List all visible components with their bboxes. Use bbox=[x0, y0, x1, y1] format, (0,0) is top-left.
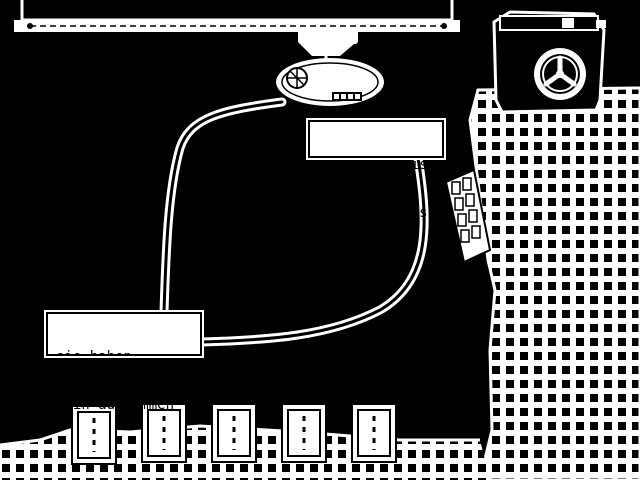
doors bbox=[71, 403, 397, 465]
door-icon[interactable] bbox=[351, 403, 397, 463]
typewriter-icon[interactable] bbox=[492, 10, 606, 114]
label-income: sie haben kein auskommen bbox=[44, 310, 204, 413]
door-icon[interactable] bbox=[281, 403, 327, 463]
label-income-line-2: kein auskommen bbox=[56, 397, 175, 413]
label-earnings: und das ist ihr verdienst bbox=[306, 118, 446, 221]
cable-left bbox=[159, 97, 287, 317]
door-icon[interactable] bbox=[71, 405, 117, 465]
keypad-icon[interactable] bbox=[444, 168, 492, 264]
label-income-line-1: sie haben bbox=[56, 349, 132, 365]
label-earnings-line-1: und das ist bbox=[334, 157, 436, 173]
door-icon[interactable] bbox=[141, 403, 187, 463]
checkered-floor-right bbox=[468, 86, 640, 480]
hanging-device-icon[interactable] bbox=[298, 30, 358, 62]
wall-panel-icon bbox=[14, 0, 460, 32]
door-icon[interactable] bbox=[211, 403, 257, 463]
label-earnings-line-2: ihr verdienst bbox=[326, 205, 436, 221]
tank-icon[interactable] bbox=[276, 58, 384, 106]
